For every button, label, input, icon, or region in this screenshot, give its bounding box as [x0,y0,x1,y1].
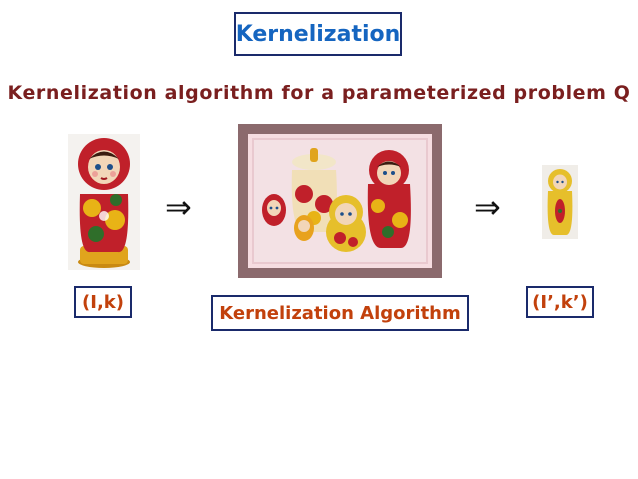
implies-arrow-icon: ⇒ [474,188,501,226]
input-instance-label: (I,k) [74,286,132,318]
title-box: Kernelization [234,12,402,56]
subtitle: Kernelization algorithm for a parameteri… [7,82,631,104]
kernelization-algorithm-label: Kernelization Algorithm [211,295,469,331]
output-instance-label: (I’,k’) [526,286,594,318]
small-matryoshka-doll-icon [542,165,578,239]
page-title: Kernelization [235,21,401,47]
nested-matryoshka-dolls-icon [238,124,442,278]
implies-arrow-icon: ⇒ [165,188,192,226]
large-matryoshka-doll-icon [68,134,140,270]
